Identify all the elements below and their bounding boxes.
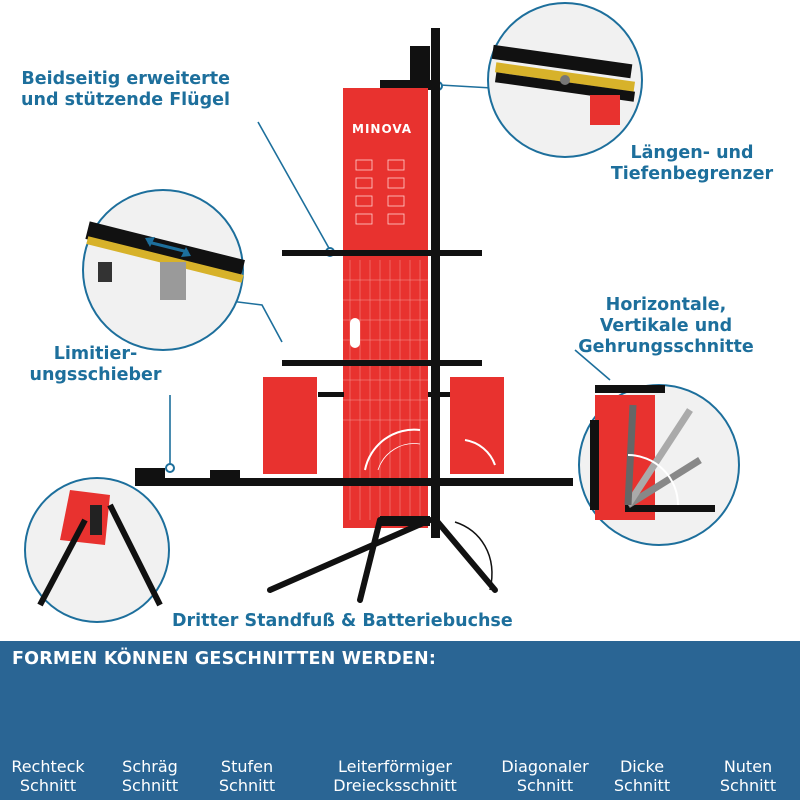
shape-label-nuten: Nuten Schnitt: [702, 757, 794, 795]
shape-label-line2: Schnitt: [719, 776, 777, 795]
inset-slider: [82, 189, 245, 351]
shape-label-line1: Diagonaler: [501, 757, 589, 776]
inset-limiter: [487, 2, 643, 158]
shape-label-line1: Dicke: [619, 757, 665, 776]
shape-label-line1: Leiterförmiger: [338, 757, 452, 776]
shape-label-line1: Rechteck: [11, 757, 85, 776]
right-wing: [450, 377, 504, 474]
callout-limiter-line1: Längen- und: [630, 143, 754, 163]
board-pictograms: [355, 159, 405, 225]
callout-wings-line2: und stützende Flügel: [21, 90, 230, 110]
callout-cuts: Horizontale, Vertikale und Gehrungsschni…: [566, 295, 766, 358]
shape-label-line2: Schnitt: [121, 776, 179, 795]
shape-label-dicke: Dicke Schnitt: [597, 757, 687, 795]
shape-label-line2: Dreiecksschnitt: [333, 776, 457, 795]
cutting-board: [343, 88, 428, 528]
callout-cuts-line1: Horizontale,: [605, 295, 727, 315]
shape-label-stufen: Stufen Schnitt: [202, 757, 292, 795]
callout-wings-line1: Beidseitig erweiterte: [21, 69, 230, 89]
inset-angles: [578, 384, 740, 546]
shape-label-line1: Schräg: [122, 757, 178, 776]
left-wing: [263, 377, 317, 474]
callout-cuts-line3: Gehrungsschnitte: [578, 337, 754, 357]
shape-label-line1: Stufen: [220, 757, 274, 776]
callout-slider-line2: ungsschieber: [29, 365, 162, 385]
callout-limiter: Längen- und Tiefenbegrenzer: [592, 143, 792, 185]
brand-logo: MINOVA: [352, 122, 413, 136]
callout-slider: Limitier- ungsschieber: [18, 344, 173, 386]
shape-label-rechteck: Rechteck Schnitt: [3, 757, 93, 795]
shape-label-leiter: Leiterförmiger Dreiecksschnitt: [320, 757, 470, 795]
board-protractor: [364, 428, 421, 471]
shape-label-line2: Schnitt: [218, 776, 276, 795]
callout-foot-line1: Dritter Standfuß & Batteriebuchse: [172, 611, 513, 631]
shape-label-line2: Schnitt: [19, 776, 77, 795]
tripod-legs: [267, 517, 498, 603]
inset-foot: [24, 477, 170, 623]
board-handle-slot: [350, 318, 360, 348]
shapes-panel: [0, 641, 800, 800]
shape-label-diagonaler: Diagonaler Schnitt: [495, 757, 595, 795]
shape-label-line2: Schnitt: [613, 776, 671, 795]
shape-label-line2: Schnitt: [516, 776, 574, 795]
horizontal-arms: [135, 250, 573, 486]
shape-label-line1: Nuten: [723, 757, 773, 776]
callout-wings: Beidseitig erweiterte und stützende Flüg…: [21, 69, 230, 111]
shapes-panel-title: FORMEN KÖNNEN GESCHNITTEN WERDEN:: [12, 649, 437, 669]
callout-cuts-line2: Vertikale und: [599, 316, 733, 336]
shape-label-schraeg: Schräg Schnitt: [105, 757, 195, 795]
battery-cable: [454, 521, 493, 591]
vertical-post: [431, 28, 440, 538]
callout-slider-line1: Limitier-: [53, 344, 138, 364]
callout-limiter-line2: Tiefenbegrenzer: [610, 164, 774, 184]
callout-foot: Dritter Standfuß & Batteriebuchse: [172, 611, 513, 632]
